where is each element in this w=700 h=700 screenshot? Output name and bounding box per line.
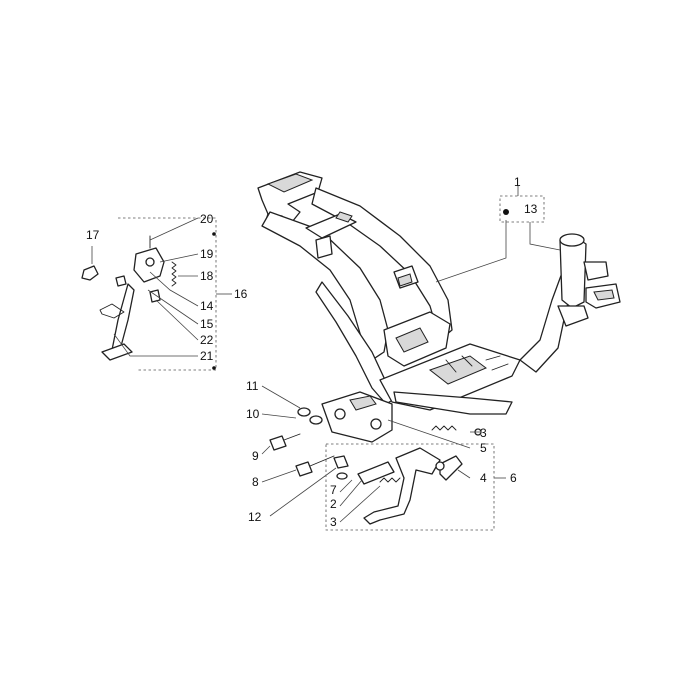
callout-4: 4 <box>480 471 487 485</box>
callout-22: 22 <box>200 333 214 347</box>
callout-labels: 1 13 20 17 19 18 16 14 15 22 21 11 10 9 … <box>86 175 538 529</box>
callout-18: 18 <box>200 269 214 283</box>
callout-11: 11 <box>246 379 259 393</box>
bolt-22 <box>149 289 161 303</box>
spring-3-lower <box>379 477 401 483</box>
callout-16: 16 <box>234 287 248 301</box>
callout-19: 19 <box>200 247 214 261</box>
rubber-pad-17 <box>81 265 99 281</box>
nut-12 <box>333 455 349 469</box>
callout-2: 2 <box>330 497 337 511</box>
bracket-hole <box>145 257 155 267</box>
filled-dot-icon <box>212 209 509 370</box>
callout-8: 8 <box>252 475 259 489</box>
callout-5: 5 <box>480 441 487 455</box>
callout-12: 12 <box>248 510 262 524</box>
callout-6: 6 <box>510 471 517 485</box>
spring-18 <box>171 261 177 287</box>
callout-9: 9 <box>252 449 259 463</box>
bolt-9 <box>269 435 287 451</box>
callout-1: 1 <box>514 175 521 189</box>
scooter-frame <box>257 171 621 415</box>
callout-20: 20 <box>200 212 214 226</box>
washer-7 <box>336 472 348 480</box>
callout-17: 17 <box>86 228 100 242</box>
callout-21: 21 <box>200 349 214 363</box>
side-stand-assembly <box>81 235 177 361</box>
callout-3-lower: 3 <box>330 515 337 529</box>
callout-15: 15 <box>200 317 214 331</box>
bolt-8 <box>295 461 313 477</box>
washer-11 <box>297 407 311 417</box>
callout-7: 7 <box>330 483 337 497</box>
spring-3-upper <box>431 425 457 431</box>
pivot-pin-2 <box>357 461 395 485</box>
washer-10 <box>309 415 323 425</box>
center-stand-assembly <box>269 391 482 525</box>
callout-14: 14 <box>200 299 214 313</box>
callout-10: 10 <box>246 407 260 421</box>
stand-pedal-4 <box>439 455 463 481</box>
callout-13: 13 <box>524 202 538 216</box>
center-stand <box>363 447 441 525</box>
nut-14 <box>115 275 127 287</box>
callout-3-upper: 3 <box>480 426 487 440</box>
stand-spring-wire <box>99 303 125 319</box>
leader-lines <box>91 186 561 531</box>
